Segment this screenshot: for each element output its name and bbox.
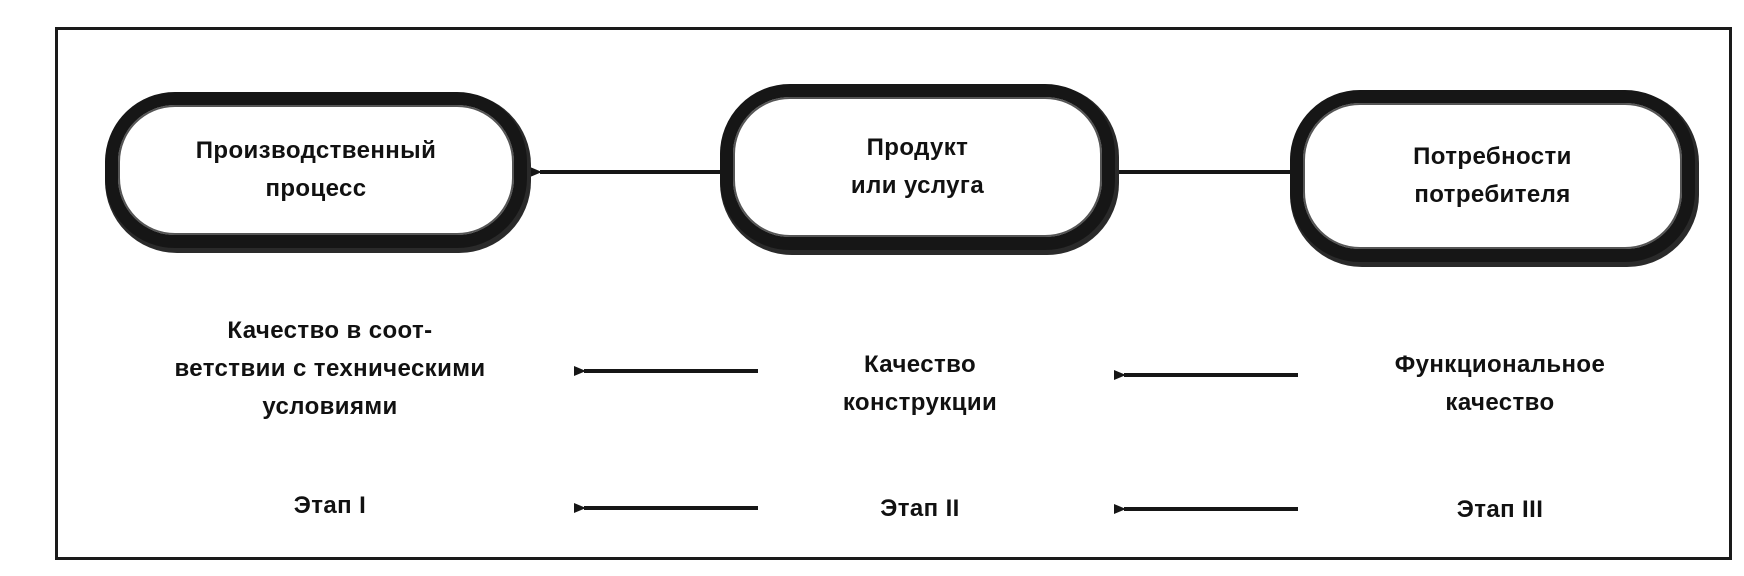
quality-design: Качество конструкции — [842, 351, 998, 416]
quality-functional: Функциональное качество — [1394, 351, 1606, 416]
node-customer-needs-label: Потребности потребителя — [1413, 143, 1572, 208]
node-product-or-service: Продукт или услуга — [720, 84, 1115, 250]
node-production-process-label: Производственный процесс — [195, 137, 437, 202]
stage-2: Этап II — [880, 495, 960, 522]
stage-3: Этап III — [1456, 496, 1544, 523]
quality-conformance: Качество в соот- ветствии с техническими… — [174, 317, 486, 420]
node-customer-needs: Потребности потребителя — [1290, 90, 1695, 262]
stage-1: Этап I — [293, 492, 367, 519]
node-product-or-service-label: Продукт или услуга — [850, 134, 985, 199]
diagram-frame — [55, 27, 1732, 560]
node-production-process: Производственный процесс — [105, 92, 527, 248]
